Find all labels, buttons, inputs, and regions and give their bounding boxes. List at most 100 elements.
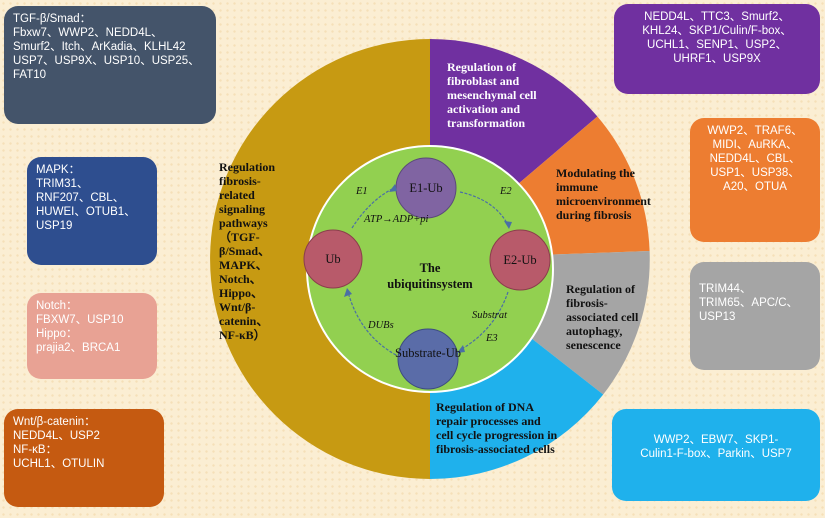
- arrowhead-e1: [389, 184, 397, 192]
- box-tgf-line: TGF-β/Smad：: [13, 13, 92, 25]
- segment-left-line: NF-κB）: [219, 328, 266, 342]
- box-purple-enzymes: NEDD4L、TTC3、Smurf2、 KHL24、SKP1/Culin/F-bo…: [614, 4, 820, 94]
- segment-left-line: β/Smad、: [219, 244, 271, 258]
- segment-blue-line: fibrosis-associated cells: [436, 442, 555, 456]
- segment-left-line: Regulation: [219, 160, 276, 174]
- box-mapk-line: MAPK：: [36, 164, 81, 176]
- box-purple-line: UHRF1、USP9X: [673, 53, 761, 65]
- box-orange-line: A20、OTUA: [723, 181, 787, 193]
- node-e2-ub: [489, 229, 551, 291]
- arrowhead-ub: [344, 288, 352, 297]
- node-substrate-line: Substrate-: [395, 346, 446, 360]
- box-gray-line: USP13: [699, 311, 736, 323]
- label-e2: E2: [500, 186, 512, 197]
- node-ub: [303, 229, 363, 289]
- arrow-e1-to-e2: [459, 191, 509, 226]
- segment-purple-line: fibroblast and: [447, 74, 520, 88]
- box-mapk-line: RNF207、CBL、: [36, 192, 125, 204]
- segment-purple-line: activation and: [447, 102, 521, 116]
- box-notch-line: FBXW7、USP10: [36, 314, 124, 326]
- segment-gray-line: autophagy,: [566, 324, 623, 338]
- segment-orange-line: Modulating the: [556, 166, 636, 180]
- segment-gray-line: Regulation of: [566, 282, 635, 296]
- box-mapk-line: TRIM31、: [36, 178, 89, 190]
- box-blue-line: WWP2、EBW7、SKP1-: [653, 434, 779, 446]
- arrowhead-substrate: [457, 345, 465, 353]
- node-e2-label: E2-Ub: [503, 253, 537, 267]
- box-mapk-line: HUWEI、OTUB1、: [36, 206, 136, 218]
- box-gray-enzymes: TRIM44、 TRIM65、APC/C、 USP13: [690, 262, 820, 370]
- box-blue-enzymes: WWP2、EBW7、SKP1- Culin1-F-box、Parkin、USP7: [612, 409, 820, 501]
- segment-left-line: catenin、: [219, 314, 269, 328]
- box-purple-line: KHL24、SKP1/Culin/F-box、: [642, 25, 792, 37]
- box-wnt-line: UCHL1、OTULIN: [13, 458, 105, 470]
- segment-purple-line: Regulation of: [447, 60, 516, 74]
- box-orange-enzymes: WWP2、TRAF6、 MIDI、AuRKA、 NEDD4L、CBL、 USP1、US…: [690, 118, 820, 242]
- segment-orange-line: during fibrosis: [556, 208, 632, 222]
- box-purple-line: UCHL1、SENP1、USP2、: [647, 39, 787, 51]
- box-tgf-line: Fbxw7、WWP2、NEDD4L、: [13, 27, 163, 39]
- box-tgf-smad: TGF-β/Smad： Fbxw7、WWP2、NEDD4L、 Smurf2、Itch…: [4, 6, 216, 124]
- segment-left-line: Wnt/β-: [219, 300, 256, 314]
- label-substrat: Substrat: [472, 310, 508, 321]
- box-wnt-line: Wnt/β-catenin：: [13, 416, 96, 428]
- arrow-ub-to-e1: [351, 187, 395, 229]
- segment-purple-line: mesenchymal cell: [447, 88, 537, 102]
- box-blue-line: Culin1-F-box、Parkin、USP7: [640, 448, 792, 460]
- box-orange-line: NEDD4L、CBL、: [709, 153, 801, 165]
- arrow-substrate-to-ub: [347, 291, 397, 356]
- segment-orange-line: immune: [556, 180, 598, 194]
- segment-gray-line: senescence: [566, 338, 621, 352]
- box-orange-line: WWP2、TRAF6、: [707, 125, 803, 137]
- center-title-line: system: [436, 277, 473, 291]
- segment-left-line: Notch、: [219, 272, 262, 286]
- segment-blue-line: cell cycle progression in: [436, 428, 558, 442]
- box-orange-line: USP1、USP38、: [710, 167, 800, 179]
- segment-left-line: related: [219, 188, 255, 202]
- node-substrate-ub: [397, 328, 459, 390]
- box-wnt-line: NEDD4L、USP2: [13, 430, 100, 442]
- box-mapk-line: USP19: [36, 220, 73, 232]
- box-notch-line: Hippo：: [36, 328, 78, 340]
- box-gray-line: TRIM44、: [699, 283, 752, 295]
- segment-left-line: fibrosis-: [219, 174, 261, 188]
- box-tgf-line: Smurf2、Itch、ArKadia、KLHL42: [13, 41, 186, 53]
- segment-left-line: Hippo、: [219, 286, 264, 300]
- node-ub-label: Ub: [325, 252, 341, 266]
- arrow-e2-to-substrate: [459, 291, 509, 351]
- segment-orange-line: microenvironment: [556, 194, 651, 208]
- box-notch-line: prajia2、BRCA1: [36, 342, 121, 354]
- box-tgf-line: FAT10: [13, 69, 47, 81]
- ubiquitin-system-title: The ubiquitinsystem: [380, 260, 480, 292]
- box-tgf-line: USP7、USP9X、USP10、USP25、: [13, 55, 200, 67]
- segment-purple-line: transformation: [447, 116, 525, 130]
- segment-gray-line: fibrosis-: [566, 296, 608, 310]
- node-substrate-line: Ub: [445, 346, 461, 360]
- box-purple-line: NEDD4L、TTC3、Smurf2、: [644, 11, 790, 23]
- label-atp: ATP→ADP+pi: [364, 214, 429, 225]
- segment-blue-line: repair processes and: [436, 414, 541, 428]
- node-e1-label: E1-Ub: [409, 181, 443, 195]
- box-orange-line: MIDI、AuRKA、: [712, 139, 798, 151]
- segment-blue-line: Regulation of DNA: [436, 400, 534, 414]
- segment-left-line: signaling: [219, 202, 266, 216]
- box-mapk: MAPK： TRIM31、 RNF207、CBL、 HUWEI、OTUB1、 USP19: [27, 157, 157, 265]
- label-e3: E3: [486, 333, 498, 344]
- center-title-line: The ubiquitin: [387, 261, 441, 291]
- segment-gray-line: associated cell: [566, 310, 639, 324]
- segment-left-line: MAPK、: [219, 258, 268, 272]
- segment-left-line: （TGF-: [219, 230, 260, 244]
- box-gray-line: TRIM65、APC/C、: [699, 297, 799, 309]
- segment-left-line: pathways: [219, 216, 268, 230]
- label-e1: E1: [356, 186, 368, 197]
- label-dubs: DUBs: [368, 320, 394, 331]
- box-wnt-line: NF-κB：: [13, 444, 58, 456]
